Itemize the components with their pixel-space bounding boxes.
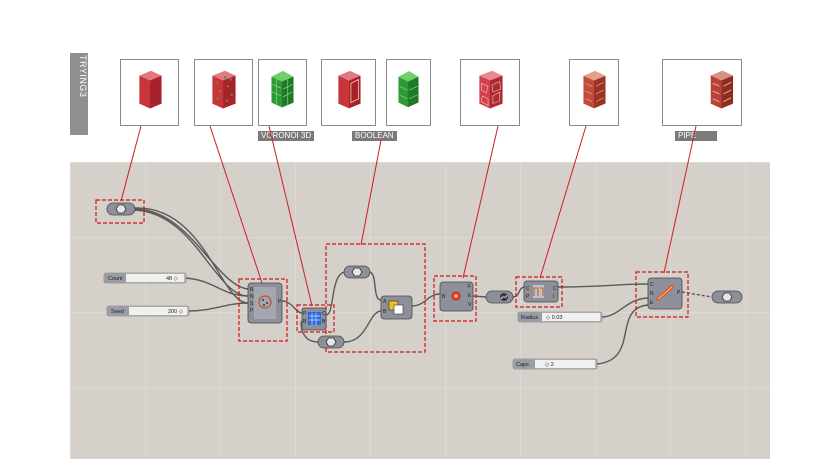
red-edges-render — [479, 70, 503, 109]
side-tab: TRYING3 — [70, 53, 88, 135]
pipe-render — [710, 70, 734, 109]
seeded-box-render — [212, 70, 236, 109]
preview-voronoi — [258, 59, 307, 126]
preview-boolean-green — [386, 59, 431, 126]
red-box-with-cut-render — [338, 70, 361, 109]
green-cells-render — [271, 70, 294, 108]
pipe-label: PIPE — [675, 131, 717, 141]
preview-join — [569, 59, 619, 126]
boolean-label: BOOLEAN — [352, 131, 397, 141]
preview-boolean-red — [321, 59, 376, 126]
preview-deconstruct — [460, 59, 520, 126]
side-tab-label: TRYING3 — [78, 55, 88, 98]
preview-pipe — [662, 59, 742, 126]
grasshopper-canvas[interactable] — [70, 162, 770, 459]
preview-brep — [120, 59, 179, 126]
red-box-render — [139, 70, 162, 109]
joined-curves-render — [583, 70, 606, 109]
preview-populate — [194, 59, 253, 126]
green-solid-render — [398, 71, 419, 108]
voronoi-label: VORONOI 3D — [258, 131, 315, 141]
